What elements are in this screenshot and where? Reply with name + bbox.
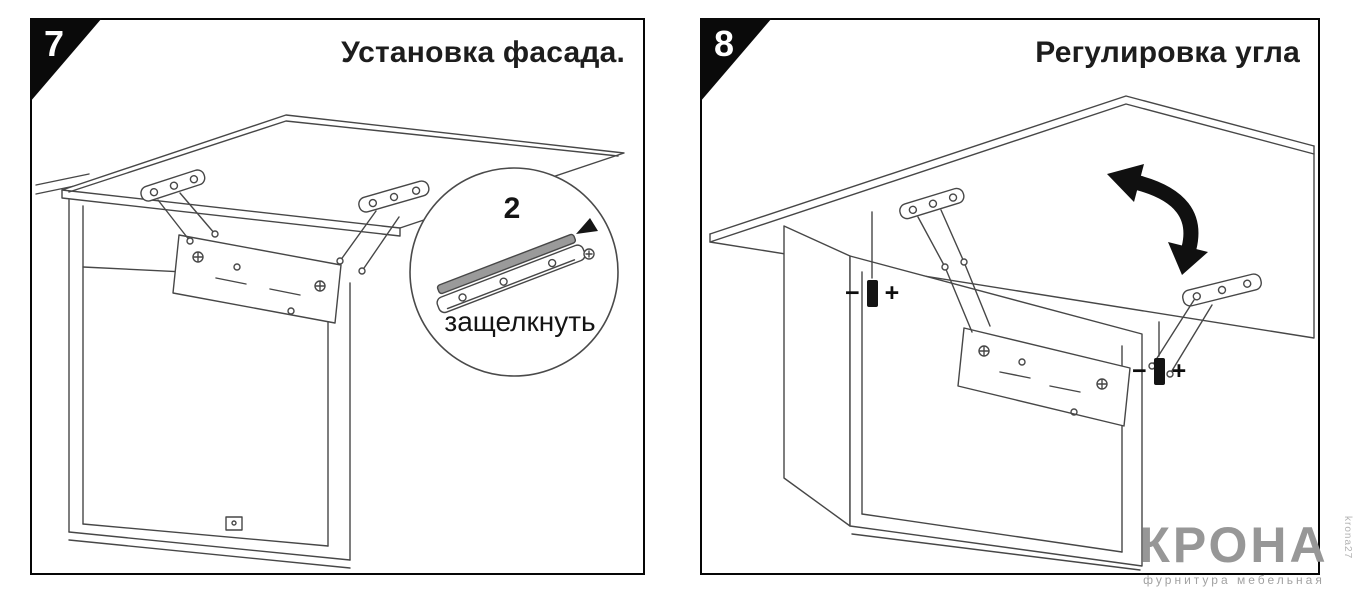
panel-step-8: 8 Регулировка угла − + − + <box>700 18 1320 575</box>
cabinet-body <box>68 199 351 569</box>
lift-arm-right <box>1148 273 1262 378</box>
panel-title: Установка фасада. <box>341 36 625 69</box>
adjustment-bit-icon <box>866 280 878 307</box>
brand-vertical-text: krona27 <box>1342 516 1353 560</box>
open-lid <box>709 95 1315 339</box>
mounting-plate <box>957 327 1131 427</box>
rotation-arrow-icon <box>1107 164 1208 275</box>
step-number: 7 <box>44 23 65 64</box>
brand-name: КРОНА <box>1139 517 1329 573</box>
angle-adjuster-left: − + <box>845 280 899 307</box>
detail-screw-icon <box>583 248 595 260</box>
facade-installation-drawing <box>35 114 625 569</box>
callout-label: защелкнуть <box>444 306 596 337</box>
detail-callout-circle <box>409 167 619 377</box>
angle-adjuster-right: − + <box>1132 358 1186 385</box>
panel-title: Регулировка угла <box>1035 36 1300 69</box>
lift-arm-left <box>140 169 219 245</box>
callout-step-number: 2 <box>503 192 521 225</box>
hinge-arm-detail <box>436 233 586 314</box>
minus-sign: − <box>1132 357 1147 385</box>
adjustment-bit-icon <box>1153 358 1165 385</box>
step-number: 8 <box>714 23 735 64</box>
mounting-plate <box>172 234 342 324</box>
minus-sign: − <box>845 279 860 307</box>
plus-sign: + <box>1171 357 1187 385</box>
lift-arm-left <box>899 187 991 333</box>
brand-watermark: КРОНА фурнитура мебельная <box>1126 520 1342 587</box>
brand-subtitle: фурнитура мебельная <box>1143 573 1325 587</box>
lift-arm-right <box>336 180 430 275</box>
snap-direction-arrow-icon <box>576 218 598 234</box>
plus-sign: + <box>884 279 900 307</box>
cabinet-body <box>783 225 1143 571</box>
angle-adjustment-drawing <box>709 95 1315 571</box>
panel-step-7: 7 Установка фасада. 2 защелкнуть <box>30 18 645 575</box>
